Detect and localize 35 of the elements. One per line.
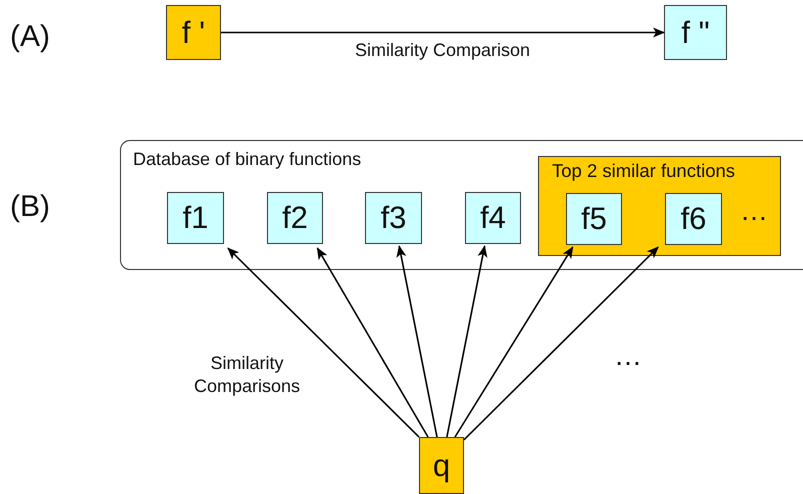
function-label: f3 xyxy=(380,200,406,236)
arrow xyxy=(454,246,574,438)
ellipsis: … xyxy=(614,340,642,372)
annotation-text: Similarity Comparisons xyxy=(192,352,302,397)
function-label: f " xyxy=(681,14,710,50)
function-label: q xyxy=(432,448,450,484)
ellipsis: … xyxy=(740,195,768,227)
function-box xyxy=(665,193,722,245)
function-label: f2 xyxy=(282,200,308,236)
arrow xyxy=(221,28,665,38)
function-box xyxy=(166,5,221,60)
panel-heading: Top 2 similar functions xyxy=(552,160,736,182)
function-box xyxy=(167,192,224,244)
function-label: f1 xyxy=(182,200,208,236)
function-label: f4 xyxy=(480,200,506,236)
panel-letter: (A) xyxy=(10,20,50,54)
arrow xyxy=(396,245,438,438)
function-label: f5 xyxy=(581,201,607,237)
function-box xyxy=(365,192,422,244)
function-box xyxy=(267,192,323,244)
function-box xyxy=(419,437,464,494)
function-box xyxy=(465,192,521,244)
arrow xyxy=(463,246,659,440)
edge-label: Similarity Comparison xyxy=(354,40,532,60)
database-panel xyxy=(120,140,803,270)
function-label: f6 xyxy=(680,201,706,237)
arrow xyxy=(227,247,420,438)
highlight-panel xyxy=(538,156,781,256)
panel-letter: (B) xyxy=(10,190,50,224)
function-label: f ' xyxy=(182,14,206,50)
function-box xyxy=(664,5,727,60)
arrow xyxy=(446,245,488,438)
panel-heading: Database of binary functions xyxy=(133,149,362,170)
function-box xyxy=(566,193,622,245)
arrow xyxy=(316,247,429,438)
